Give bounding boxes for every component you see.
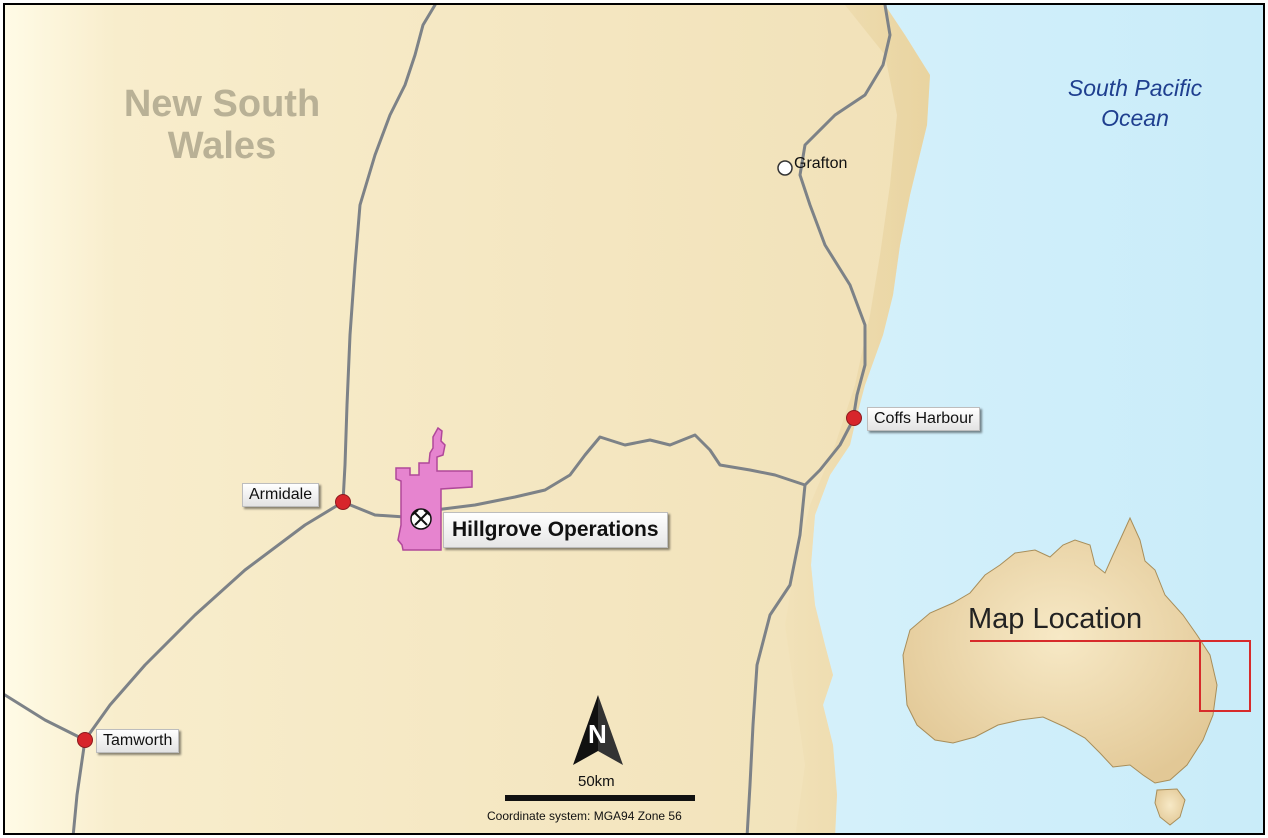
- tasmania-outline: [1154, 788, 1186, 826]
- town-label-tamworth: Tamworth: [96, 729, 180, 753]
- road-new-england-hwy: [341, 5, 437, 504]
- coordinate-system-label: Coordinate system: MGA94 Zone 56: [487, 809, 682, 823]
- state-label-line1: New South: [123, 83, 321, 125]
- australia-inset: [902, 516, 1251, 826]
- road-pacific-hwy: [745, 5, 892, 833]
- map-canvas: [5, 5, 1263, 833]
- road-tamworth-west: [5, 693, 87, 742]
- ocean-label-line1: South Pacific: [1067, 75, 1203, 101]
- town-label-armidale: Armidale: [242, 483, 320, 507]
- scale-bar: [505, 795, 695, 801]
- road-network: [5, 5, 892, 833]
- tamworth-marker: [77, 732, 93, 748]
- ocean-label-line2: Ocean: [1101, 105, 1169, 131]
- inset-label: Map Location: [968, 603, 1143, 635]
- operations-label: Hillgrove Operations: [443, 512, 668, 548]
- grafton-marker: [777, 160, 793, 176]
- australia-outline: [902, 516, 1218, 784]
- location-box: [1199, 640, 1251, 712]
- map-frame: New South Wales South Pacific Ocean Graf…: [3, 3, 1265, 835]
- town-label-coffs-harbour: Coffs Harbour: [867, 407, 981, 431]
- scale-label: 50km: [578, 773, 615, 790]
- state-label-line2: Wales: [167, 125, 277, 167]
- north-arrow-icon: [573, 695, 623, 765]
- armidale-marker: [335, 494, 351, 510]
- town-label-grafton: Grafton: [794, 155, 848, 172]
- road-armidale-tamworth: [71, 500, 345, 833]
- north-label: N: [588, 719, 607, 749]
- coffs-harbour-marker: [846, 410, 862, 426]
- pickaxe-hammer-icon: [410, 508, 432, 530]
- state-label: New South Wales: [107, 83, 337, 167]
- land-area: [5, 5, 930, 833]
- ocean-label: South Pacific Ocean: [1045, 73, 1225, 133]
- coastal-strip: [785, 5, 930, 833]
